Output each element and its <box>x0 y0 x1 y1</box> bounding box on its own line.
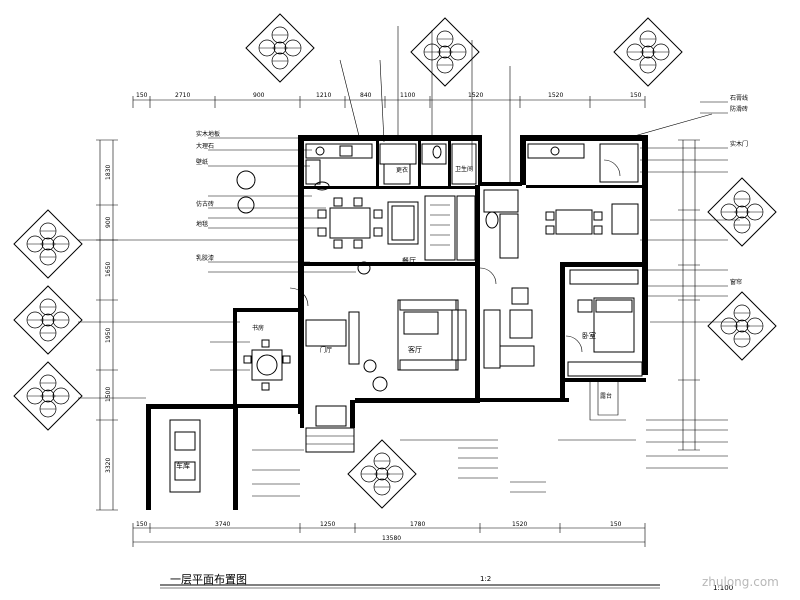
room-label-dress: 更衣 <box>396 166 408 174</box>
room-label-terrace: 露台 <box>600 392 612 400</box>
callout-left-1: 实木地板 <box>196 130 220 138</box>
index-symbol <box>13 361 83 431</box>
drawing-scale-right: 1:100 <box>713 584 734 592</box>
drawing-scale-mid: 1:2 <box>480 575 492 583</box>
callout-leaders <box>78 26 740 497</box>
room-label-living: 客厅 <box>408 345 422 354</box>
walls <box>146 135 648 510</box>
callout-left-4: 仿古砖 <box>196 200 214 208</box>
drawing-title: 一层平面布置图 <box>170 573 247 586</box>
dim-left-4: 1950 <box>105 328 112 343</box>
dim-top-9: 150 <box>630 92 642 99</box>
dim-left-6: 3320 <box>105 458 112 473</box>
index-symbol <box>13 209 83 279</box>
dim-top-8: 1520 <box>548 92 563 99</box>
dim-bottom-4: 1780 <box>410 521 425 528</box>
dim-overall: 13580 <box>382 535 401 542</box>
dim-bottom-3: 1250 <box>320 521 335 528</box>
bottom-dimension-chain: 150 3740 1250 1780 1520 150 13580 <box>132 521 646 547</box>
callout-right-2: 防滑砖 <box>730 105 748 113</box>
room-label-study: 书房 <box>252 324 264 332</box>
dim-top-7: 1520 <box>468 92 483 99</box>
furniture <box>169 143 643 493</box>
index-symbol <box>347 439 417 509</box>
callout-left-2: 大理石 <box>196 142 214 150</box>
right-dimension-chain <box>678 139 700 451</box>
dim-top-2: 2710 <box>175 92 190 99</box>
top-dimension-chain: 150 2710 900 1210 840 1100 1520 1520 150 <box>132 92 646 108</box>
watermark: zhulong.com <box>702 575 779 589</box>
dim-left-3: 1650 <box>105 262 112 277</box>
callout-left-5: 地毯 <box>196 220 208 228</box>
callout-texts: 实木地板 大理石 壁纸 仿古砖 地毯 乳胶漆 石膏线 防滑砖 实木门 窗帘 <box>196 94 748 286</box>
index-symbol <box>410 17 480 87</box>
dim-left-1: 1830 <box>105 165 112 180</box>
dim-left-2: 900 <box>105 216 112 228</box>
dim-top-4: 1210 <box>316 92 331 99</box>
index-symbols <box>13 13 777 509</box>
room-labels: 餐厅 客厅 卫生间 更衣 卧室 露台 车库 书房 门厅 <box>176 165 612 470</box>
room-label-bedroom: 卧室 <box>582 331 596 340</box>
dim-top-5: 840 <box>360 92 372 99</box>
dim-top-6: 1100 <box>400 92 415 99</box>
dim-top-3: 900 <box>253 92 265 99</box>
callout-left-6: 乳胶漆 <box>196 254 214 262</box>
dim-top-1: 150 <box>136 92 148 99</box>
room-label-garage: 车库 <box>176 461 190 470</box>
dim-bottom-2: 3740 <box>215 521 230 528</box>
index-symbol <box>245 13 315 83</box>
index-symbol <box>707 291 777 361</box>
callout-right-4: 窗帘 <box>730 278 742 286</box>
room-label-wc: 卫生间 <box>455 165 473 173</box>
dim-bottom-6: 150 <box>610 521 622 528</box>
index-symbol <box>613 17 683 87</box>
room-label-dining: 餐厅 <box>402 256 416 265</box>
callout-right-1: 石膏线 <box>730 94 748 102</box>
callout-left-3: 壁纸 <box>196 158 208 166</box>
room-label-foyer: 门厅 <box>320 346 332 354</box>
dim-bottom-5: 1520 <box>512 521 527 528</box>
callout-right-3: 实木门 <box>730 140 748 148</box>
left-dimension-chain: 1830 900 1650 1950 1500 3320 <box>96 139 118 511</box>
dim-bottom-1: 150 <box>136 521 148 528</box>
index-symbol <box>13 285 83 355</box>
index-symbol <box>707 177 777 247</box>
dim-left-5: 1500 <box>105 387 112 402</box>
